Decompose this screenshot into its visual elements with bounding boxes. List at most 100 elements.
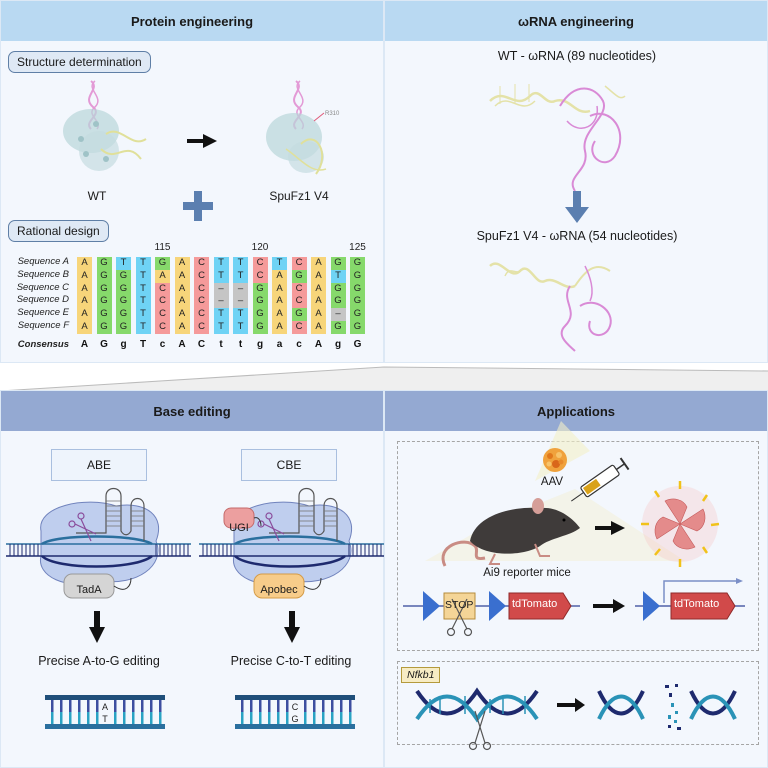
- syringe-icon: [571, 457, 630, 502]
- alignment-cell: T: [135, 282, 151, 296]
- abe-box: ABE: [51, 449, 147, 481]
- alignment-cell: C: [291, 282, 307, 296]
- cbe-box: CBE: [241, 449, 337, 481]
- alignment-cell: T: [233, 321, 248, 335]
- alignment-cell: C: [291, 295, 307, 309]
- alignment-cell: G: [291, 269, 307, 284]
- alignment-cell: G: [96, 321, 112, 335]
- scissors-icon: [468, 710, 492, 751]
- alignment-cell: T: [135, 257, 151, 271]
- alignment-cell: G: [116, 282, 131, 296]
- alignment-cell: –: [233, 295, 248, 309]
- position-tick: 115: [154, 242, 171, 253]
- rna-engineering-panel: ωRNA engineering WT - ωRNA (89 nucleotid…: [384, 0, 768, 363]
- alignment-cell: G: [291, 308, 307, 322]
- alignment-cell: A: [77, 295, 92, 309]
- alignment-cell: G: [350, 308, 365, 322]
- dna-knockout-diagram: [415, 684, 737, 751]
- protein-engineering-panel: Protein engineering Structure determinat…: [0, 0, 384, 363]
- alignment-cell: A: [77, 282, 92, 296]
- alignment-cell: G: [252, 308, 268, 322]
- alignment-cell: A: [77, 257, 92, 271]
- alignment-cell: A: [272, 282, 287, 296]
- wt-label: WT: [87, 189, 107, 203]
- consensus-base: g: [256, 338, 264, 350]
- position-tick: 125: [349, 242, 366, 253]
- mouse-illustration: [441, 498, 580, 567]
- alignment-cell: G: [350, 295, 365, 309]
- intact-dna-helix: [415, 687, 539, 723]
- scissors-icon: [257, 512, 285, 542]
- alignment-cell: C: [155, 321, 170, 335]
- abe-result-label: Precise A-to-G editing: [38, 654, 160, 668]
- tdtomato-label: tdTomato: [512, 598, 558, 610]
- consensus-base: G: [100, 338, 108, 350]
- alignment-cell: T: [135, 295, 151, 309]
- rational-design-label: Rational design: [8, 220, 109, 242]
- alignment-cell: G: [96, 269, 112, 284]
- cleaved-dna-helix: [597, 684, 737, 730]
- wt-rna-structure: [489, 84, 626, 192]
- alignment-cell: T: [116, 257, 131, 271]
- tdtomato-active-label: tdTomato: [674, 598, 720, 610]
- alignment-cell: C: [155, 308, 170, 322]
- alignment-cell: T: [233, 269, 248, 284]
- alignment-cell: G: [330, 321, 346, 335]
- alignment-cell: A: [311, 257, 326, 271]
- spufz1-v4-label: SpuFz1 V4: [269, 189, 329, 203]
- v4-rna-label: SpuFz1 V4 - ωRNA (54 nucleotides): [476, 229, 678, 243]
- alignment-cell: G: [252, 321, 268, 335]
- tada-label: TadA: [76, 584, 102, 596]
- consensus-base: C: [197, 338, 206, 350]
- alignment-cell: G: [96, 257, 112, 271]
- alignment-cell: G: [330, 282, 346, 296]
- consensus-base: G: [353, 338, 362, 350]
- alignment-cell: C: [194, 282, 209, 296]
- alignment-cell: G: [116, 269, 131, 284]
- consensus-base: t: [219, 338, 223, 350]
- alignment-cell: G: [330, 257, 346, 271]
- consensus-label: Consensus: [17, 338, 69, 350]
- alignment-cell: T: [135, 308, 151, 322]
- consensus-base: A: [178, 338, 186, 350]
- arrow-down-icon: [565, 191, 589, 223]
- sequence-name: Sequence B: [17, 268, 69, 280]
- alignment-cell: G: [252, 282, 268, 296]
- dna-ladder-icon: AT: [45, 695, 165, 729]
- wt-rna-label: WT - ωRNA (89 nucleotides): [497, 49, 657, 63]
- alignment-cell: –: [213, 282, 229, 296]
- alignment-cell: T: [135, 269, 151, 284]
- alignment-cell: C: [291, 321, 307, 335]
- wt-protein-structure: [63, 80, 147, 171]
- alignment-cell: G: [96, 308, 112, 322]
- alignment-cell: A: [174, 257, 190, 271]
- alignment-cell: G: [116, 321, 131, 335]
- stop-cassette-label: STOP: [445, 599, 474, 611]
- alignment-cell: T: [233, 257, 248, 271]
- cbe-result-label: Precise C-to-T editing: [230, 654, 352, 668]
- consensus-base: a: [276, 338, 283, 350]
- sequence-name: Sequence C: [16, 281, 69, 293]
- scissors-icon: [68, 512, 97, 542]
- alignment-cell: –: [330, 308, 346, 322]
- alignment-cell: A: [311, 269, 326, 284]
- sequence-name: Sequence A: [17, 256, 69, 267]
- alignment-cell: G: [155, 257, 170, 271]
- consensus-base: t: [238, 338, 243, 350]
- alignment-cell: C: [194, 257, 209, 271]
- alignment-cell: –: [233, 282, 248, 296]
- alignment-cell: G: [116, 295, 131, 309]
- alignment-cell: T: [233, 308, 248, 322]
- alignment-cell: G: [350, 269, 365, 284]
- alignment-cell: C: [194, 295, 209, 309]
- alignment-cell: G: [350, 282, 365, 296]
- alignment-cell: G: [252, 295, 268, 309]
- sequence-name: Sequence D: [16, 294, 69, 306]
- alignment-cell: G: [350, 321, 365, 335]
- reporter-construct: [403, 578, 745, 637]
- alignment-cell: G: [116, 308, 131, 322]
- arrow-down-icon: [284, 611, 300, 643]
